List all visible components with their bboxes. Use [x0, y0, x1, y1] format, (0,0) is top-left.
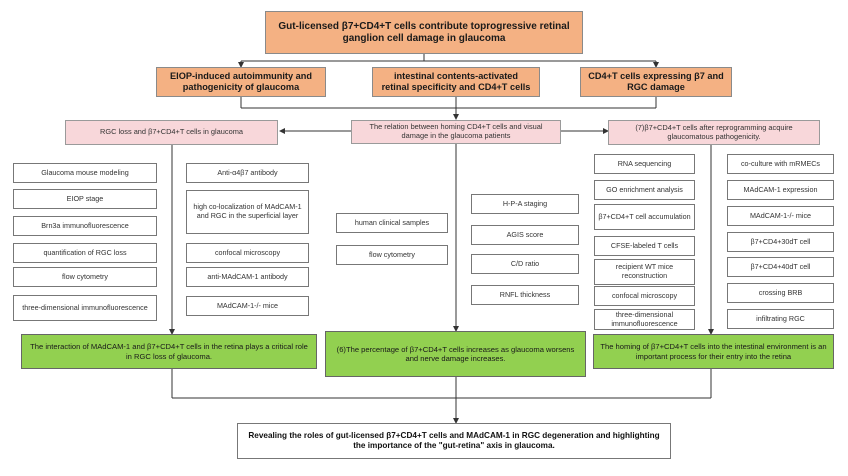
method-box: β7+CD4+40dT cell: [727, 257, 834, 277]
method-box: EIOP stage: [13, 189, 157, 209]
method-box: infiltrating RGC: [727, 309, 834, 329]
method-box: CFSE-labeled T cells: [594, 236, 695, 256]
method-box: quantification of RGC loss: [13, 243, 157, 263]
method-box: GO enrichment analysis: [594, 180, 695, 200]
conclusion-left: The interaction of MAdCAM-1 and β7+CD4+T…: [21, 334, 317, 369]
method-box: β7+CD4+30dT cell: [727, 232, 834, 252]
final-box: Revealing the roles of gut-licensed β7+C…: [237, 423, 671, 459]
diagram-title: Gut-licensed β7+CD4+T cells contribute t…: [265, 11, 583, 54]
top-box-middle: intestinal contents-activated retinal sp…: [372, 67, 540, 97]
method-box: flow cytometry: [13, 267, 157, 287]
method-box: high co-localization of MAdCAM-1 and RGC…: [186, 190, 309, 234]
method-box: MAdCAM-1-/- mice: [186, 296, 309, 316]
method-box: confocal microscopy: [594, 286, 695, 306]
method-box: MAdCAM-1-/- mice: [727, 206, 834, 226]
method-box: H-P-A staging: [471, 194, 579, 214]
method-box: confocal microscopy: [186, 243, 309, 263]
method-box: MAdCAM-1 expression: [727, 180, 834, 200]
method-box: crossing BRB: [727, 283, 834, 303]
method-box: flow cytometry: [336, 245, 448, 265]
method-box: three-dimensional immunofluorescence: [13, 295, 157, 321]
method-box: recipient WT mice reconstruction: [594, 259, 695, 285]
method-box: co-culture with mRMECs: [727, 154, 834, 174]
method-box: RNA sequencing: [594, 154, 695, 174]
method-box: three-dimensional immunofluorescence: [594, 309, 695, 330]
top-box-left: EIOP-induced autoimmunity and pathogenic…: [156, 67, 326, 97]
method-box: Glaucoma mouse modeling: [13, 163, 157, 183]
top-box-right: CD4+T cells expressing β7 and RGC damage: [580, 67, 732, 97]
method-box: Anti-α4β7 antibody: [186, 163, 309, 183]
method-box: human clinical samples: [336, 213, 448, 233]
method-box: C/D ratio: [471, 254, 579, 274]
method-box: Brn3a immunofluorescence: [13, 216, 157, 236]
section-right: (7)β7+CD4+T cells after reprogramming ac…: [608, 120, 820, 145]
conclusion-right: The homing of β7+CD4+T cells into the in…: [593, 334, 834, 369]
method-box: RNFL thickness: [471, 285, 579, 305]
method-box: anti-MAdCAM-1 antibody: [186, 267, 309, 287]
section-middle: The relation between homing CD4+T cells …: [351, 120, 561, 144]
conclusion-middle: (6)The percentage of β7+CD4+T cells incr…: [325, 331, 586, 377]
section-left: RGC loss and β7+CD4+T cells in glaucoma: [65, 120, 278, 145]
method-box: β7+CD4+T cell accumulation: [594, 204, 695, 230]
method-box: AGIS score: [471, 225, 579, 245]
